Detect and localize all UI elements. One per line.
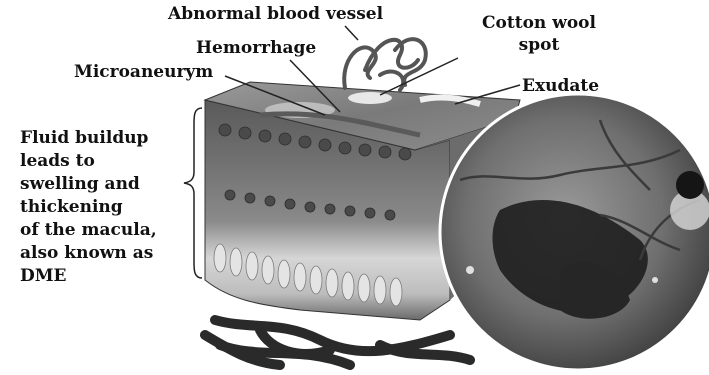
fluid-text-line: thickening xyxy=(20,196,157,219)
abnormal-blood-vessel-label: Abnormal blood vessel xyxy=(168,4,383,24)
fundus-photo xyxy=(440,94,709,370)
fluid-text-line: DME xyxy=(20,265,157,288)
fluid-text-line: Fluid buildup xyxy=(20,127,157,150)
fluid-text-line: leads to xyxy=(20,150,157,173)
abnormal-vessel-tangle xyxy=(344,39,426,90)
microaneurysm-label: Microaneurym xyxy=(74,62,213,82)
exudate-label: Exudate xyxy=(522,76,599,96)
choroid-vessels xyxy=(205,320,470,365)
fluid-text-line: swelling and xyxy=(20,173,157,196)
cotton-wool-line-1: Cotton wool xyxy=(482,12,596,34)
fluid-text-line: of the macula, xyxy=(20,219,157,242)
fluid-buildup-description: Fluid buildup leads to swelling and thic… xyxy=(20,127,157,288)
fluid-text-line: also known as xyxy=(20,242,157,265)
cotton-wool-line-2: spot xyxy=(482,34,596,56)
cotton-wool-spot-label: Cotton wool spot xyxy=(482,12,596,56)
hemorrhage-label: Hemorrhage xyxy=(196,38,316,58)
curly-brace xyxy=(184,108,202,278)
